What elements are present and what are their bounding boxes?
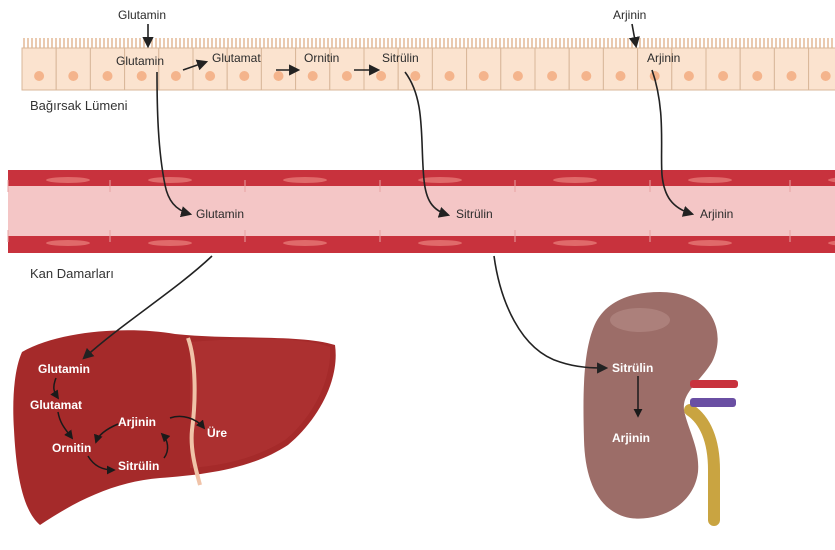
label-glutamine-input: Glutamin bbox=[118, 8, 166, 22]
cell-nucleus bbox=[274, 71, 284, 81]
cell-nucleus bbox=[68, 71, 78, 81]
label-liver-glutamine: Glutamin bbox=[38, 362, 90, 376]
intestinal-lumen-label: Bağırsak Lümeni bbox=[30, 98, 128, 113]
label-cell-arginine: Arjinin bbox=[647, 51, 680, 65]
enterocyte-cell bbox=[432, 48, 466, 90]
endothelial-nucleus bbox=[418, 240, 462, 246]
enterocyte-cell bbox=[22, 48, 56, 90]
enterocyte-cell bbox=[706, 48, 740, 90]
label-kidney-citrulline: Sitrülin bbox=[612, 361, 653, 375]
endothelial-nucleus bbox=[148, 177, 192, 183]
cell-nucleus bbox=[821, 71, 831, 81]
cell-nucleus bbox=[376, 71, 386, 81]
label-cell-citrulline: Sitrülin bbox=[382, 51, 419, 65]
enterocyte-cell bbox=[535, 48, 569, 90]
cell-nucleus bbox=[171, 71, 181, 81]
label-liver-urea: Üre bbox=[207, 425, 227, 440]
endothelial-nucleus bbox=[283, 240, 327, 246]
endothelial-nucleus bbox=[148, 240, 192, 246]
label-cell-ornithine: Ornitin bbox=[304, 51, 339, 65]
endothelial-nucleus bbox=[46, 240, 90, 246]
label-liver-arginine: Arjinin bbox=[118, 415, 156, 429]
enterocyte-cell bbox=[56, 48, 90, 90]
cell-nucleus bbox=[205, 71, 215, 81]
enterocyte-cell bbox=[467, 48, 501, 90]
enterocyte-cell bbox=[809, 48, 835, 90]
renal-vein bbox=[690, 398, 736, 407]
cell-nucleus bbox=[684, 71, 694, 81]
endothelial-nucleus bbox=[46, 177, 90, 183]
kidney-highlight bbox=[610, 308, 670, 332]
label-arginine-input: Arjinin bbox=[613, 8, 646, 22]
enterocyte-cell bbox=[569, 48, 603, 90]
enterocyte-cell bbox=[740, 48, 774, 90]
endothelial-nucleus bbox=[688, 177, 732, 183]
endothelial-nucleus bbox=[553, 177, 597, 183]
blood-vessels-label: Kan Damarları bbox=[30, 266, 114, 281]
label-liver-ornithine: Ornitin bbox=[52, 441, 91, 455]
cell-nucleus bbox=[718, 71, 728, 81]
enterocyte-cell bbox=[501, 48, 535, 90]
label-blood-citrulline: Sitrülin bbox=[456, 207, 493, 221]
endothelial-nucleus bbox=[283, 177, 327, 183]
cell-nucleus bbox=[787, 71, 797, 81]
cell-nucleus bbox=[445, 71, 455, 81]
microvilli bbox=[24, 38, 832, 48]
label-liver-citrulline: Sitrülin bbox=[118, 459, 159, 473]
endothelial-nucleus bbox=[553, 240, 597, 246]
kidney-organ bbox=[583, 292, 738, 520]
label-liver-glutamate: Glutamat bbox=[30, 398, 82, 412]
liver-organ bbox=[13, 330, 335, 525]
label-blood-arginine: Arjinin bbox=[700, 207, 733, 221]
enterocyte-cell bbox=[603, 48, 637, 90]
cell-nucleus bbox=[513, 71, 523, 81]
cell-nucleus bbox=[752, 71, 762, 81]
endothelial-nucleus bbox=[688, 240, 732, 246]
cell-nucleus bbox=[410, 71, 420, 81]
cell-nucleus bbox=[581, 71, 591, 81]
cell-nucleus bbox=[342, 71, 352, 81]
cell-nucleus bbox=[103, 71, 113, 81]
enterocyte-cell bbox=[261, 48, 295, 90]
renal-artery bbox=[690, 380, 738, 388]
cell-nucleus bbox=[308, 71, 318, 81]
label-cell-glutamate: Glutamat bbox=[212, 51, 261, 65]
cell-nucleus bbox=[34, 71, 44, 81]
label-blood-glutamine: Glutamin bbox=[196, 207, 244, 221]
cell-nucleus bbox=[547, 71, 557, 81]
cell-nucleus bbox=[137, 71, 147, 81]
liver-lobe-shading bbox=[190, 339, 330, 468]
enterocyte-cell bbox=[774, 48, 808, 90]
cell-nucleus bbox=[479, 71, 489, 81]
cell-nucleus bbox=[616, 71, 626, 81]
label-kidney-arginine: Arjinin bbox=[612, 431, 650, 445]
cell-nucleus bbox=[239, 71, 249, 81]
label-cell-glutamine: Glutamin bbox=[116, 54, 164, 68]
